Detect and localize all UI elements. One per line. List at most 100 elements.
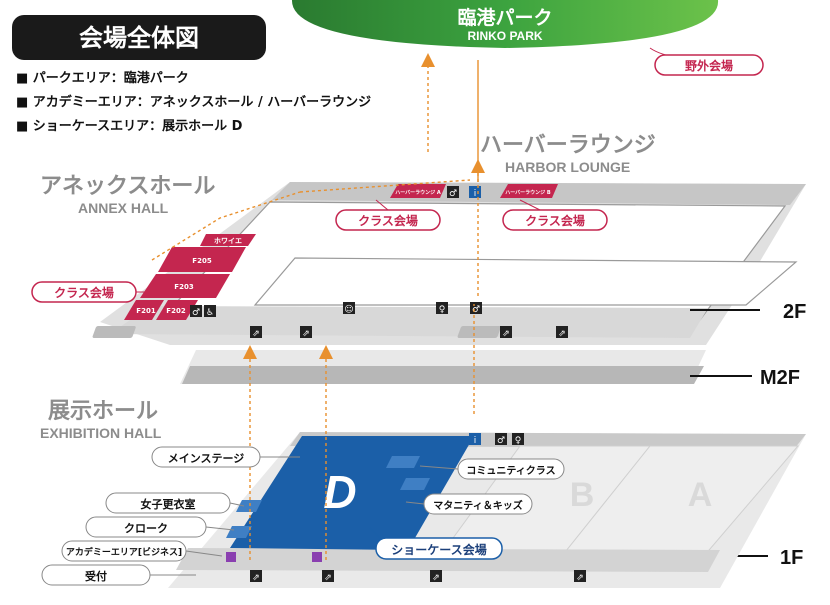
svg-text:☺: ☺ — [344, 304, 353, 315]
escalator-icon: ⇗ — [556, 326, 568, 339]
svg-text:F203: F203 — [174, 283, 194, 291]
restroom-icon: ♂ — [190, 305, 202, 318]
class-venue-badge-lounge-b: クラス会場 — [502, 209, 608, 231]
legend-academy: ■ アカデミーエリア：アネックスホール / ハーバーラウンジ — [16, 94, 371, 110]
legend-park: ■ パークエリア：臨港パーク — [16, 70, 189, 86]
svg-text:ハーバーラウンジ B: ハーバーラウンジ B — [505, 189, 551, 196]
callout-cloak: クローク — [85, 516, 235, 538]
harbor-lounge-room-a[interactable]: ハーバーラウンジ A — [390, 184, 446, 198]
annex-room-f203[interactable]: F203 — [140, 274, 230, 298]
harbor-lounge-room-b[interactable]: ハーバーラウンジ B — [500, 184, 558, 198]
annex-room-f205[interactable]: F205 — [158, 247, 246, 272]
svg-text:⇗: ⇗ — [432, 573, 440, 583]
info-icon: i — [469, 433, 481, 446]
svg-text:アカデミーエリア[ビジネス]: アカデミーエリア[ビジネス] — [66, 546, 182, 558]
info-icon: i — [469, 186, 481, 199]
svg-text:メインステージ: メインステージ — [168, 452, 245, 465]
outdoor-venue-badge: 野外会場 — [654, 54, 764, 76]
callout-reception: 受付 — [41, 564, 196, 586]
svg-text:クラス会場: クラス会場 — [54, 285, 114, 300]
annex-foyer[interactable]: ホワイエ — [200, 234, 256, 246]
annex-hall-name-en: ANNEX HALL — [78, 200, 169, 216]
title-block: 会場全体図 — [12, 15, 266, 60]
annex-room-f202[interactable]: F202 — [156, 300, 198, 320]
hall-a[interactable]: A — [688, 476, 713, 514]
hall-b[interactable]: B — [570, 476, 595, 514]
svg-text:女子更衣室: 女子更衣室 — [141, 497, 196, 511]
svg-text:D: D — [323, 466, 356, 518]
escalator-icon: ⇗ — [250, 570, 262, 583]
svg-text:受付: 受付 — [85, 569, 107, 583]
callout-main-stage: メインステージ — [151, 446, 300, 468]
hall-d[interactable]: D — [226, 436, 474, 550]
legend-showcase: ■ ショーケースエリア：展示ホール D — [16, 119, 243, 134]
svg-text:♂: ♂ — [497, 436, 505, 446]
svg-text:ショーケース会場: ショーケース会場 — [391, 542, 486, 557]
svg-text:♂: ♂ — [192, 308, 200, 318]
page-title: 会場全体図 — [79, 24, 199, 52]
svg-text:A: A — [688, 476, 713, 514]
escalator-icon: ⇗ — [250, 326, 262, 339]
floor-label-1f: 1F — [780, 547, 803, 569]
svg-text:⇗: ⇗ — [324, 573, 332, 583]
callout-showcase: ショーケース会場 — [369, 527, 503, 560]
escalator-icon: ⇗ — [300, 326, 312, 339]
svg-text:♂: ♂ — [472, 305, 480, 315]
park-name-en: RINKO PARK — [467, 29, 542, 43]
escalator-icon: ⇗ — [574, 570, 586, 583]
svg-text:♿: ♿ — [206, 308, 214, 318]
svg-text:⇗: ⇗ — [302, 329, 310, 339]
harbor-lounge-name-ja: ハーバーラウンジ — [480, 133, 656, 158]
svg-text:ホワイエ: ホワイエ — [214, 237, 242, 245]
svg-text:ハーバーラウンジ A: ハーバーラウンジ A — [395, 189, 441, 196]
callout-maternity: マタニティ＆キッズ — [405, 493, 533, 515]
escalator-icon: ⇗ — [322, 570, 334, 583]
floor-2f — [92, 182, 806, 345]
svg-text:野外会場: 野外会場 — [685, 58, 733, 73]
callout-academy-business: アカデミーエリア[ビジネス] — [61, 540, 223, 562]
restroom-icon: ♂ — [495, 433, 507, 446]
escalator-icon: ⇗ — [430, 570, 442, 583]
svg-text:⇗: ⇗ — [576, 573, 584, 583]
svg-text:♂: ♂ — [449, 189, 457, 199]
class-venue-badge-annex: クラス会場 — [31, 281, 137, 303]
exhibition-hall-name-ja: 展示ホール — [48, 399, 158, 424]
svg-text:コミュニティクラス: コミュニティクラス — [466, 465, 555, 477]
park-name-ja: 臨港パーク — [457, 6, 552, 29]
svg-text:クローク: クローク — [124, 522, 168, 535]
svg-text:マタニティ＆キッズ: マタニティ＆キッズ — [433, 499, 522, 512]
staircase-icon — [226, 552, 236, 562]
callout-community: コミュニティクラス — [419, 458, 565, 480]
floor-label-2f: 2F — [783, 301, 806, 323]
floor-label-m2f: M2F — [760, 367, 800, 389]
svg-text:クラス会場: クラス会場 — [358, 213, 418, 228]
svg-text:♀: ♀ — [515, 436, 522, 446]
harbor-lounge-name-en: HARBOR LOUNGE — [505, 159, 630, 175]
baby-room-icon: ☺ — [343, 302, 355, 315]
floor-m2f — [180, 350, 706, 384]
annex-hall-name-ja: アネックスホール — [40, 174, 215, 199]
escalator-icon: ⇗ — [500, 326, 512, 339]
svg-text:i: i — [474, 189, 477, 199]
svg-text:♀: ♀ — [439, 305, 446, 315]
svg-text:クラス会場: クラス会場 — [525, 213, 585, 228]
park-area[interactable]: 臨港パーク RINKO PARK — [291, 0, 719, 48]
annex-room-f201[interactable]: F201 — [124, 300, 164, 320]
callout-womens-changing: 女子更衣室 — [105, 492, 245, 514]
svg-text:B: B — [570, 476, 595, 514]
restroom-icon: ♂ — [470, 302, 482, 315]
svg-text:⇗: ⇗ — [502, 329, 510, 339]
class-venue-badge-lounge-a: クラス会場 — [335, 209, 441, 231]
svg-text:F205: F205 — [192, 257, 212, 265]
exhibition-hall-name-en: EXHIBITION HALL — [40, 425, 162, 441]
svg-text:⇗: ⇗ — [558, 329, 566, 339]
svg-text:F202: F202 — [166, 307, 186, 315]
accessible-icon: ♿ — [204, 305, 216, 318]
restroom-icon: ♀ — [512, 433, 524, 446]
svg-text:i: i — [474, 436, 477, 446]
legend: ■ パークエリア：臨港パーク ■ アカデミーエリア：アネックスホール / ハーバ… — [16, 70, 371, 134]
svg-text:F201: F201 — [136, 307, 156, 315]
svg-text:⇗: ⇗ — [252, 329, 260, 339]
restroom-icon: ♀ — [436, 302, 448, 315]
